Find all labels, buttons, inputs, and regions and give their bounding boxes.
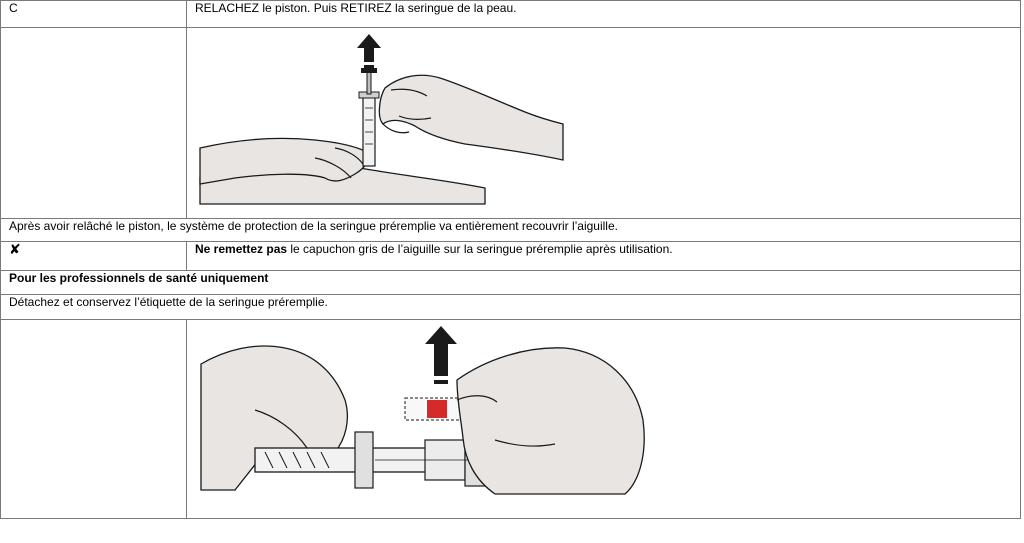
syringe-plunger <box>366 71 372 95</box>
peel-label-illustration <box>200 326 645 495</box>
illustration-cell <box>186 27 1021 219</box>
illustration-row-release <box>0 27 1021 219</box>
up-arrow <box>425 326 457 376</box>
professionals-heading: Pour les professionnels de santé uniquem… <box>0 270 1021 295</box>
professionals-instruction: Détachez et conservez l’étiquette de la … <box>0 294 1021 320</box>
step-instruction: RELACHEZ le piston. Puis RETIREZ la seri… <box>186 0 1021 28</box>
up-arrow <box>357 34 381 62</box>
warning-bold: Ne remettez pas <box>195 242 288 256</box>
step-letter: C <box>0 0 187 28</box>
release-syringe-illustration <box>199 34 564 205</box>
warning-text: Ne remettez pas le capuchon gris de l’ai… <box>186 241 1021 271</box>
step-row: C RELACHEZ le piston. Puis RETIREZ la se… <box>0 0 1021 28</box>
right-hand <box>456 347 645 495</box>
illustration-row-label <box>0 319 1021 519</box>
upper-hand <box>378 74 564 161</box>
warning-row: ✘ Ne remettez pas le capuchon gris de l’… <box>0 241 1021 271</box>
warning-rest: le capuchon gris de l’aiguille sur la se… <box>287 242 673 256</box>
cross-mark-icon: ✘ <box>9 241 21 257</box>
warning-icon-cell: ✘ <box>0 241 187 271</box>
syringe-barrel <box>362 95 376 167</box>
empty-cell <box>0 319 187 519</box>
professionals-heading-row: Pour les professionnels de santé uniquem… <box>0 270 1021 295</box>
instruction-table: C RELACHEZ le piston. Puis RETIREZ la se… <box>0 0 1021 519</box>
note-row: Après avoir relâché le piston, le systèm… <box>0 218 1021 242</box>
empty-cell <box>0 27 187 219</box>
illustration-cell <box>186 319 1021 519</box>
professionals-instruction-row: Détachez et conservez l’étiquette de la … <box>0 294 1021 320</box>
release-note: Après avoir relâché le piston, le systèm… <box>0 218 1021 242</box>
